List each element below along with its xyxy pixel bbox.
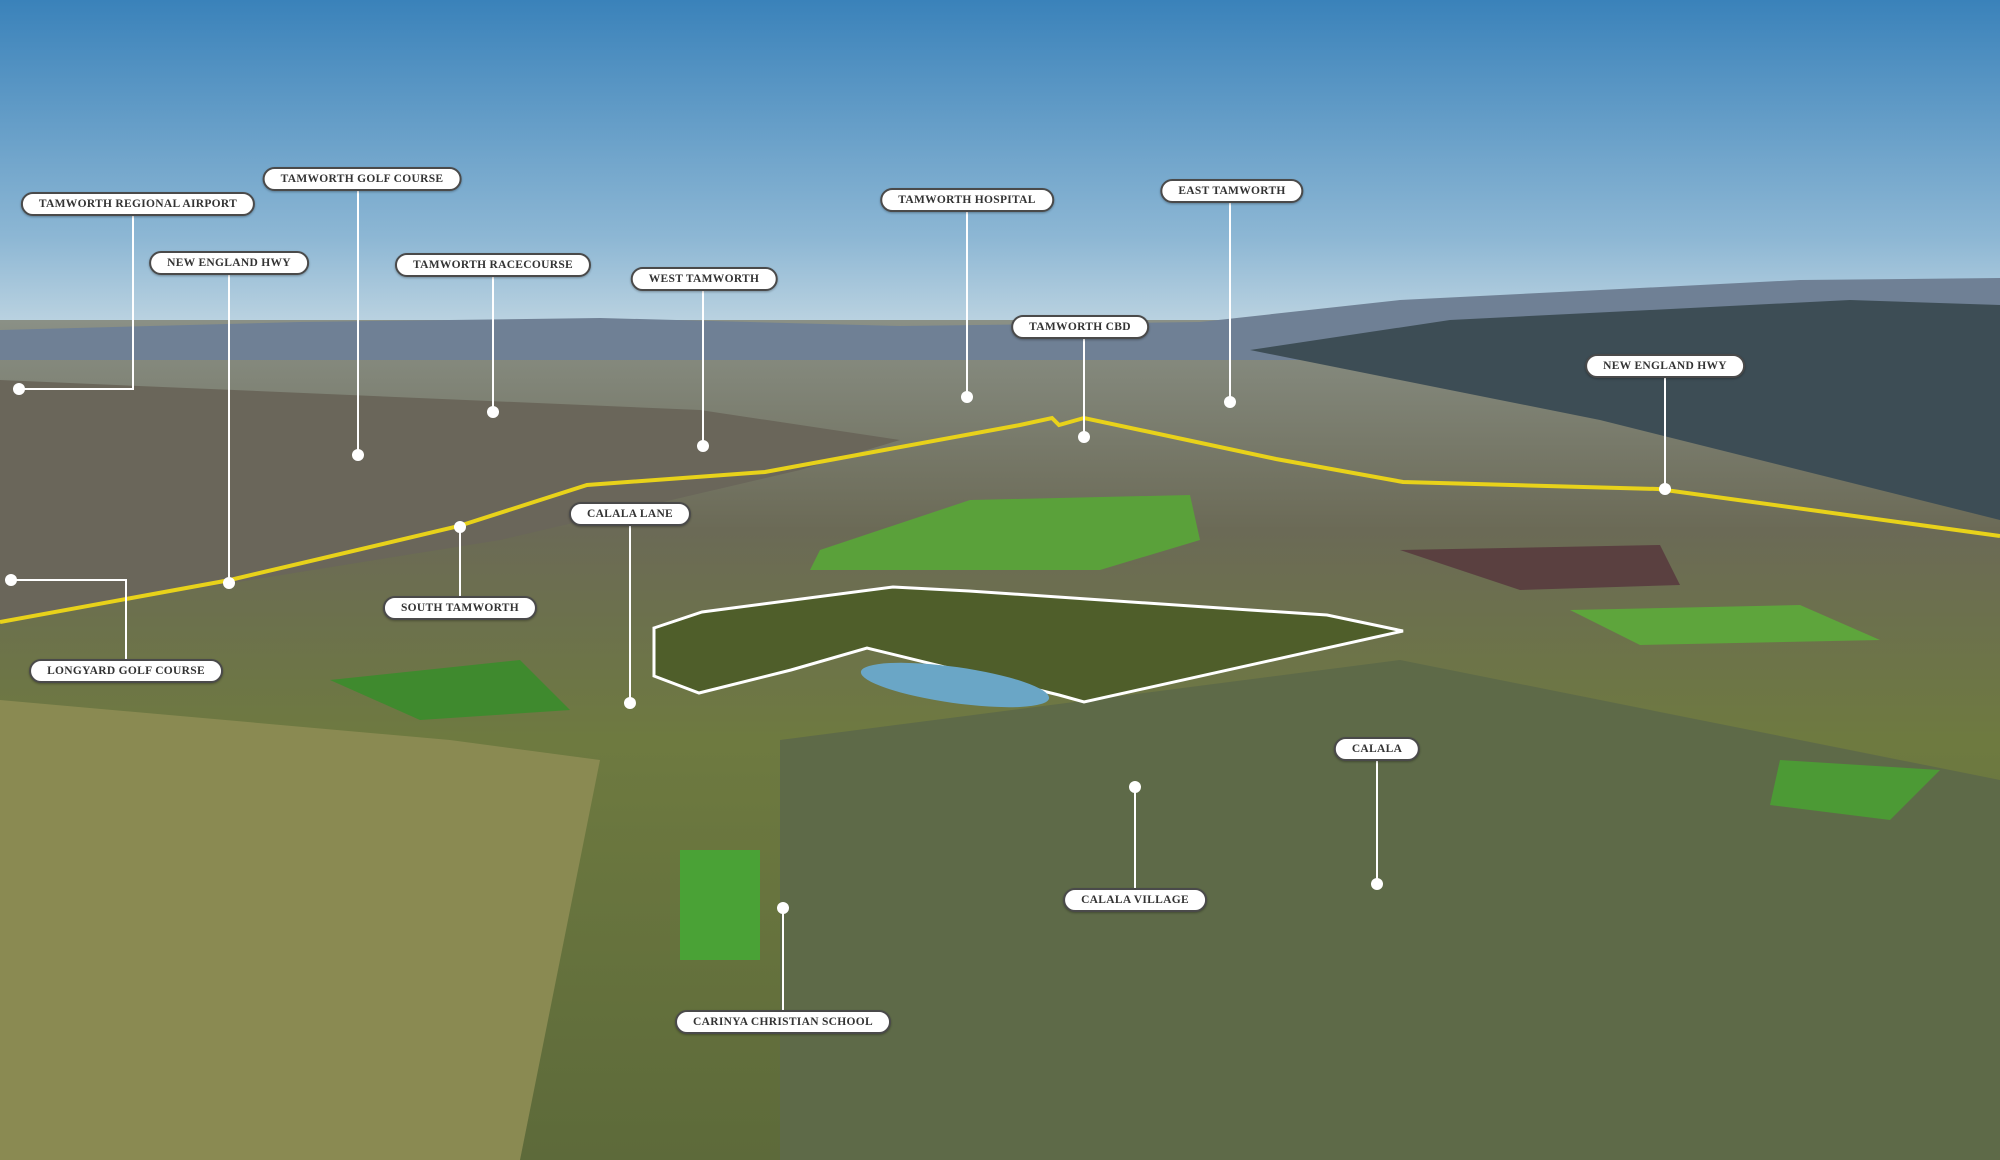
marker-dot xyxy=(352,449,364,461)
development-site xyxy=(652,585,1404,704)
label-new-england-hwy-west: NEW ENGLAND HWY xyxy=(149,251,309,275)
label-new-england-hwy-east: NEW ENGLAND HWY xyxy=(1585,354,1745,378)
label-tamworth-regional-airport: TAMWORTH REGIONAL AIRPORT xyxy=(20,192,256,216)
marker-dot xyxy=(487,406,499,418)
marker-dot xyxy=(13,383,25,395)
green-field xyxy=(1570,605,1880,645)
marker-dot xyxy=(1129,781,1141,793)
label-tamworth-hospital: TAMWORTH HOSPITAL xyxy=(880,188,1054,212)
label-longyard-golf-course: LONGYARD GOLF COURSE xyxy=(29,659,223,683)
marker-dot xyxy=(777,902,789,914)
marker-dot xyxy=(454,521,466,533)
label-calala-lane: CALALA LANE xyxy=(568,502,692,526)
label-tamworth-golf-course: TAMWORTH GOLF COURSE xyxy=(262,167,462,191)
marker-dot xyxy=(223,577,235,589)
marker-dot xyxy=(1078,431,1090,443)
marker-dot xyxy=(1371,878,1383,890)
marker-dot xyxy=(1224,396,1236,408)
marker-dot xyxy=(5,574,17,586)
marker-dot xyxy=(624,697,636,709)
green-field xyxy=(330,660,570,720)
green-field xyxy=(810,495,1200,570)
green-field xyxy=(1770,760,1940,820)
mountains xyxy=(1250,300,2000,520)
label-calala-village: CALALA VILLAGE xyxy=(1063,888,1207,912)
marker-dot xyxy=(1659,483,1671,495)
school-oval xyxy=(680,850,760,960)
marker-dot xyxy=(697,440,709,452)
label-tamworth-racecourse: TAMWORTH RACECOURSE xyxy=(394,253,592,277)
leader-lines xyxy=(11,191,1666,1010)
town-south xyxy=(780,660,2000,1160)
label-east-tamworth: EAST TAMWORTH xyxy=(1160,179,1304,203)
marker-dot xyxy=(961,391,973,403)
pond xyxy=(860,662,1050,708)
label-carinya-christian-school: CARINYA CHRISTIAN SCHOOL xyxy=(675,1010,891,1034)
label-west-tamworth: WEST TAMWORTH xyxy=(630,267,778,291)
label-south-tamworth: SOUTH TAMWORTH xyxy=(382,596,538,620)
town-west xyxy=(0,380,900,620)
label-calala: CALALA xyxy=(1333,737,1421,761)
brown-field xyxy=(1400,545,1680,590)
grass-plain xyxy=(0,700,600,1160)
label-tamworth-cbd: TAMWORTH CBD xyxy=(1011,315,1149,339)
